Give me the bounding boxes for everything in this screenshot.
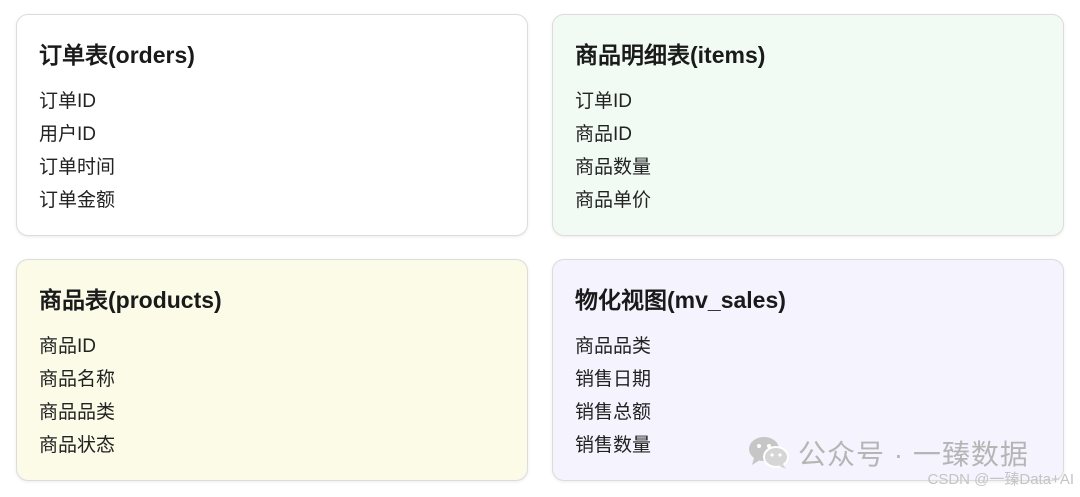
- watermark-text: 公众号 · 一臻数据: [798, 439, 1029, 470]
- field-item: 商品状态: [39, 435, 116, 456]
- field-item: 商品ID: [39, 336, 97, 357]
- field-list: 商品品类 销售日期 销售总额 销售数量: [575, 330, 1041, 462]
- field-item: 订单ID: [39, 91, 97, 112]
- card-title: 商品表(products): [39, 287, 222, 313]
- field-item: 商品品类: [575, 336, 652, 357]
- field-list: 商品ID 商品名称 商品品类 商品状态: [39, 330, 505, 462]
- field-item: 订单金额: [39, 190, 116, 211]
- items-table-card: 商品明细表(items) 订单ID 商品ID 商品数量 商品单价: [552, 14, 1064, 236]
- field-item: 商品名称: [39, 369, 116, 390]
- csdn-credit: CSDN @一臻Data+AI: [927, 471, 1074, 488]
- field-item: 订单ID: [575, 91, 633, 112]
- field-item: 商品ID: [575, 124, 633, 145]
- field-item: 订单时间: [39, 157, 116, 178]
- wechat-icon: [748, 435, 790, 471]
- field-item: 商品数量: [575, 157, 652, 178]
- field-item: 销售总额: [575, 402, 652, 423]
- card-title: 物化视图(mv_sales): [575, 287, 786, 313]
- mv-sales-card: 物化视图(mv_sales) 商品品类 销售日期 销售总额 销售数量: [552, 259, 1064, 481]
- field-item: 销售日期: [575, 369, 652, 390]
- field-item: 商品单价: [575, 190, 652, 211]
- field-list: 订单ID 用户ID 订单时间 订单金额: [39, 85, 505, 217]
- field-item: 用户ID: [39, 124, 97, 145]
- field-item: 销售数量: [575, 435, 652, 456]
- card-title: 商品明细表(items): [575, 42, 766, 68]
- field-list: 订单ID 商品ID 商品数量 商品单价: [575, 85, 1041, 217]
- field-item: 商品品类: [39, 402, 116, 423]
- watermark: 公众号 · 一臻数据: [748, 433, 1029, 473]
- card-title: 订单表(orders): [39, 42, 195, 68]
- products-table-card: 商品表(products) 商品ID 商品名称 商品品类 商品状态: [16, 259, 528, 481]
- orders-table-card: 订单表(orders) 订单ID 用户ID 订单时间 订单金额: [16, 14, 528, 236]
